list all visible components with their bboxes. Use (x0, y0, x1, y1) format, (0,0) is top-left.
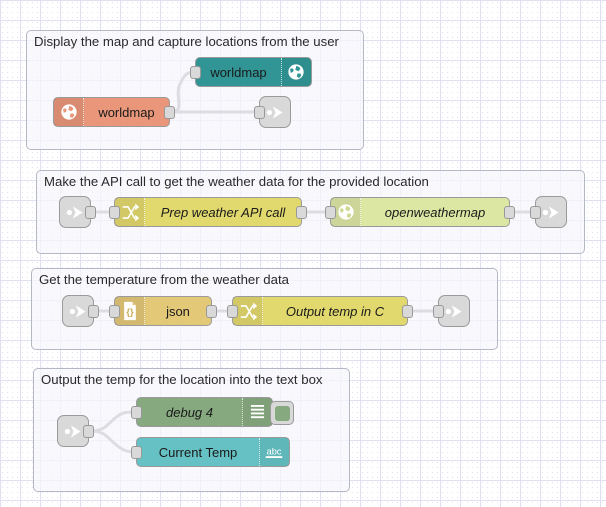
group-label: Make the API call to get the weather dat… (44, 174, 429, 189)
node-openweathermap[interactable]: openweathermap (325, 197, 515, 227)
node-label: Output temp in C (285, 303, 385, 319)
link-out-icon (541, 202, 562, 223)
input-port[interactable] (325, 206, 336, 219)
debug-lines-icon (242, 398, 272, 426)
input-port[interactable] (530, 206, 541, 219)
debug-toggle-indicator (274, 405, 290, 421)
input-port[interactable] (227, 305, 238, 318)
node-label: Current Temp (158, 444, 238, 460)
node-label: Prep weather API call (160, 204, 286, 220)
debug-enable-toggle[interactable] (270, 401, 294, 425)
node-output-temp[interactable]: Output temp in C (227, 296, 413, 326)
svg-text:abc: abc (267, 446, 282, 456)
group-map[interactable]: Display the map and capture locations fr… (26, 30, 364, 150)
change-icon (233, 297, 263, 325)
node-link-out-api[interactable] (530, 196, 567, 228)
node-label: json (166, 303, 190, 319)
node-label: openweathermap (384, 204, 486, 220)
group-label: Display the map and capture locations fr… (34, 34, 339, 49)
group-label: Output the temp for the location into th… (41, 372, 323, 387)
group-output[interactable]: Output the temp for the location into th… (33, 368, 350, 492)
output-port[interactable] (88, 305, 99, 318)
globe-icon (54, 98, 84, 126)
globe-icon (281, 58, 311, 86)
input-port[interactable] (254, 106, 265, 119)
node-json[interactable]: {} json (109, 296, 217, 326)
node-debug-4[interactable]: debug 4 (131, 397, 294, 427)
link-in-icon (63, 421, 84, 442)
node-link-in-temp[interactable] (62, 295, 99, 327)
input-port[interactable] (131, 446, 142, 459)
node-label: worldmap (210, 64, 267, 80)
output-port[interactable] (83, 425, 94, 438)
input-port[interactable] (433, 305, 444, 318)
output-port[interactable] (85, 206, 96, 219)
output-port[interactable] (296, 206, 307, 219)
group-label: Get the temperature from the weather dat… (39, 272, 289, 287)
node-label: debug 4 (166, 404, 213, 420)
node-prep-weather[interactable]: Prep weather API call (109, 197, 307, 227)
input-port[interactable] (109, 305, 120, 318)
node-worldmap-in[interactable]: worldmap (53, 97, 175, 127)
node-link-in-output[interactable] (57, 415, 94, 447)
node-label: worldmap (98, 104, 155, 120)
node-link-out-map[interactable] (254, 96, 291, 128)
globe-icon (331, 198, 361, 226)
link-in-icon (65, 202, 86, 223)
output-port[interactable] (504, 206, 515, 219)
json-icon: {} (115, 297, 145, 325)
link-out-icon (265, 102, 286, 123)
abc-icon: abc (259, 438, 289, 466)
link-out-icon (444, 301, 465, 322)
svg-text:{}: {} (126, 307, 134, 317)
node-worldmap-out[interactable]: worldmap (190, 57, 312, 87)
output-port[interactable] (164, 106, 175, 119)
change-icon (115, 198, 145, 226)
link-in-icon (68, 301, 89, 322)
node-current-temp[interactable]: Current Temp abc (131, 437, 290, 467)
output-port[interactable] (206, 305, 217, 318)
input-port[interactable] (109, 206, 120, 219)
input-port[interactable] (190, 66, 201, 79)
node-link-in-api[interactable] (59, 196, 96, 228)
node-link-out-temp[interactable] (433, 295, 470, 327)
input-port[interactable] (131, 406, 142, 419)
output-port[interactable] (402, 305, 413, 318)
